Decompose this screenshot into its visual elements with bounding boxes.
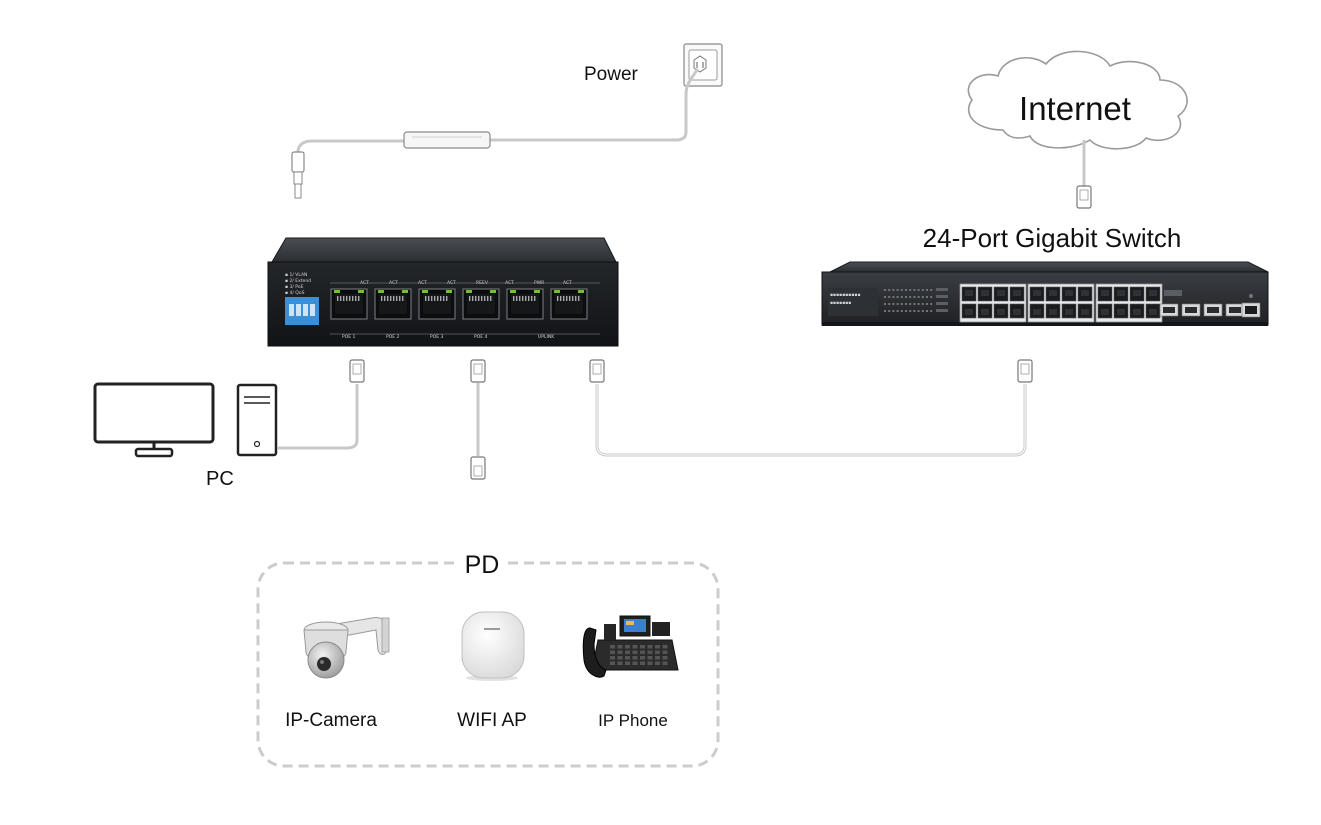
pd-device-label-2: IP Phone [598, 711, 668, 730]
poe-bottom-label: UPLINK [538, 334, 555, 340]
svg-text:▪ 4/ QoS: ▪ 4/ QoS [285, 290, 305, 296]
ip-phone-icon [582, 615, 679, 678]
svg-text:▪▪▪▪▪▪▪: ▪▪▪▪▪▪▪ [830, 301, 851, 306]
svg-text:▪ 2/ Extend: ▪ 2/ Extend [285, 278, 311, 284]
wifi-ap-icon [461, 611, 525, 681]
rj45-port-icon [462, 288, 500, 320]
pd-device-label-0: IP-Camera [285, 710, 377, 731]
ip-camera-icon [296, 610, 390, 680]
rj45-port-icon [506, 288, 544, 320]
pc-label: PC [206, 468, 234, 490]
svg-text:▪ 3/ PoE: ▪ 3/ PoE [285, 284, 304, 290]
pc-cable [278, 359, 365, 450]
gigabit-switch-24-icon: ▪▪▪▪▪▪▪▪▪▪ ▪▪▪▪▪▪▪ [821, 261, 1269, 326]
rj45-port-icon [330, 288, 368, 320]
poe-bottom-label: POE 2 [386, 334, 400, 340]
rj45-port-icon [550, 288, 588, 320]
poe-bottom-label: POE 1 [342, 334, 356, 340]
pd-cable [470, 359, 486, 480]
internet-label: Internet [1019, 90, 1131, 127]
rj45-port-icon [418, 288, 456, 320]
power-adapter-icon [403, 131, 491, 149]
monitor-icon [93, 382, 215, 458]
dc-plug-icon [291, 151, 305, 199]
power-label: Power [584, 64, 639, 85]
svg-text:▪▪▪▪▪▪▪▪▪▪: ▪▪▪▪▪▪▪▪▪▪ [830, 293, 861, 298]
poe-bottom-label: POE 4 [474, 334, 488, 340]
internet-cloud-icon [967, 50, 1188, 150]
switch24-label: 24-Port Gigabit Switch [923, 223, 1182, 253]
internet-cable [1076, 140, 1092, 209]
rj45-port-icon [374, 288, 412, 320]
poe-bottom-label: POE 3 [430, 334, 444, 340]
pd-label-bg [458, 548, 506, 578]
dip-switch-icon [285, 297, 319, 325]
uplink-cable [589, 359, 1033, 457]
svg-text:▪ 1/ VLAN: ▪ 1/ VLAN [285, 272, 307, 278]
pd-label: PD [465, 551, 500, 579]
poe-switch-icon: ▪ 1/ VLAN ▪ 2/ Extend ▪ 3/ PoE ▪ 4/ QoS … [267, 237, 619, 347]
pd-device-label-1: WIFI AP [457, 710, 527, 731]
pc-tower-icon [236, 383, 278, 457]
